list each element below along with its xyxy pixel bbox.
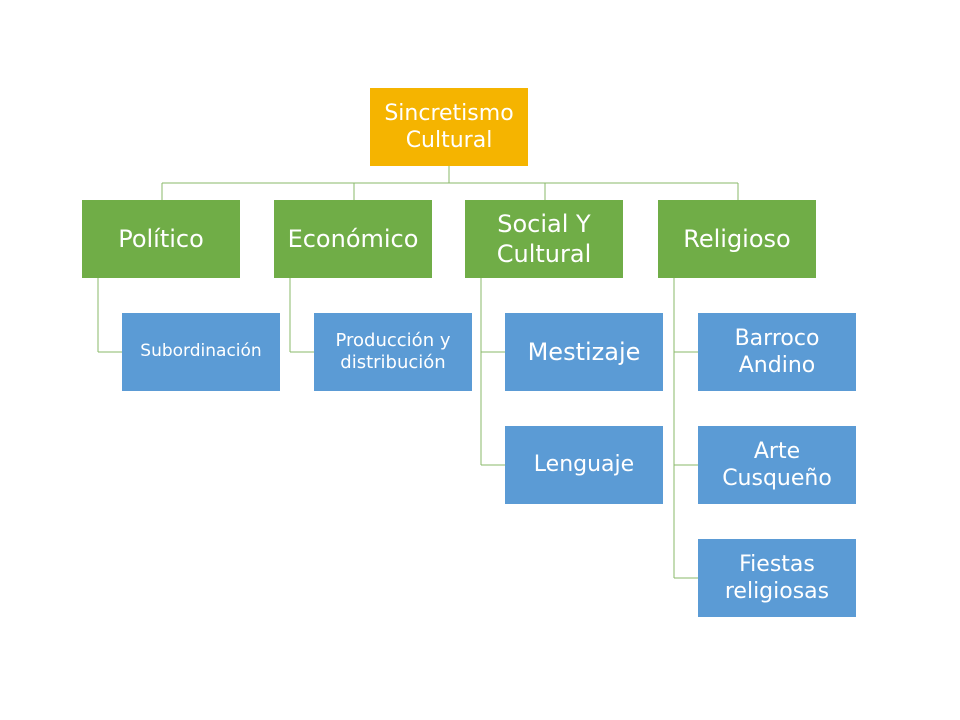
category-economico-label: Económico — [287, 225, 419, 253]
leaf-barroco-andino: Barroco Andino — [698, 313, 856, 391]
leaf-fiestas-religiosas: Fiestas religiosas — [698, 539, 856, 617]
leaf-mestizaje: Mestizaje — [505, 313, 663, 391]
leaf-mestizaje-label: Mestizaje — [527, 338, 641, 366]
leaf-fiestas-religiosas-label: Fiestas religiosas — [724, 551, 830, 605]
leaf-lenguaje: Lenguaje — [505, 426, 663, 504]
category-religioso-label: Religioso — [683, 225, 791, 253]
leaf-arte-cusqueno: Arte Cusqueño — [698, 426, 856, 504]
leaf-produccion-distribucion: Producción y distribución — [314, 313, 472, 391]
leaf-arte-cusqueno-label: Arte Cusqueño — [722, 438, 832, 492]
leaf-barroco-andino-label: Barroco Andino — [734, 325, 820, 379]
category-politico-label: Político — [118, 225, 204, 253]
root-node-label: Sincretismo Cultural — [384, 100, 514, 154]
category-social-cultural-label: Social Y Cultural — [496, 210, 592, 268]
category-religioso: Religioso — [658, 200, 816, 278]
category-economico: Económico — [274, 200, 432, 278]
category-politico: Político — [82, 200, 240, 278]
category-social-cultural: Social Y Cultural — [465, 200, 623, 278]
root-node: Sincretismo Cultural — [370, 88, 528, 166]
leaf-lenguaje-label: Lenguaje — [533, 452, 635, 478]
leaf-produccion-distribucion-label: Producción y distribución — [335, 329, 451, 374]
leaf-subordinacion-label: Subordinación — [140, 341, 262, 362]
leaf-subordinacion: Subordinación — [122, 313, 280, 391]
